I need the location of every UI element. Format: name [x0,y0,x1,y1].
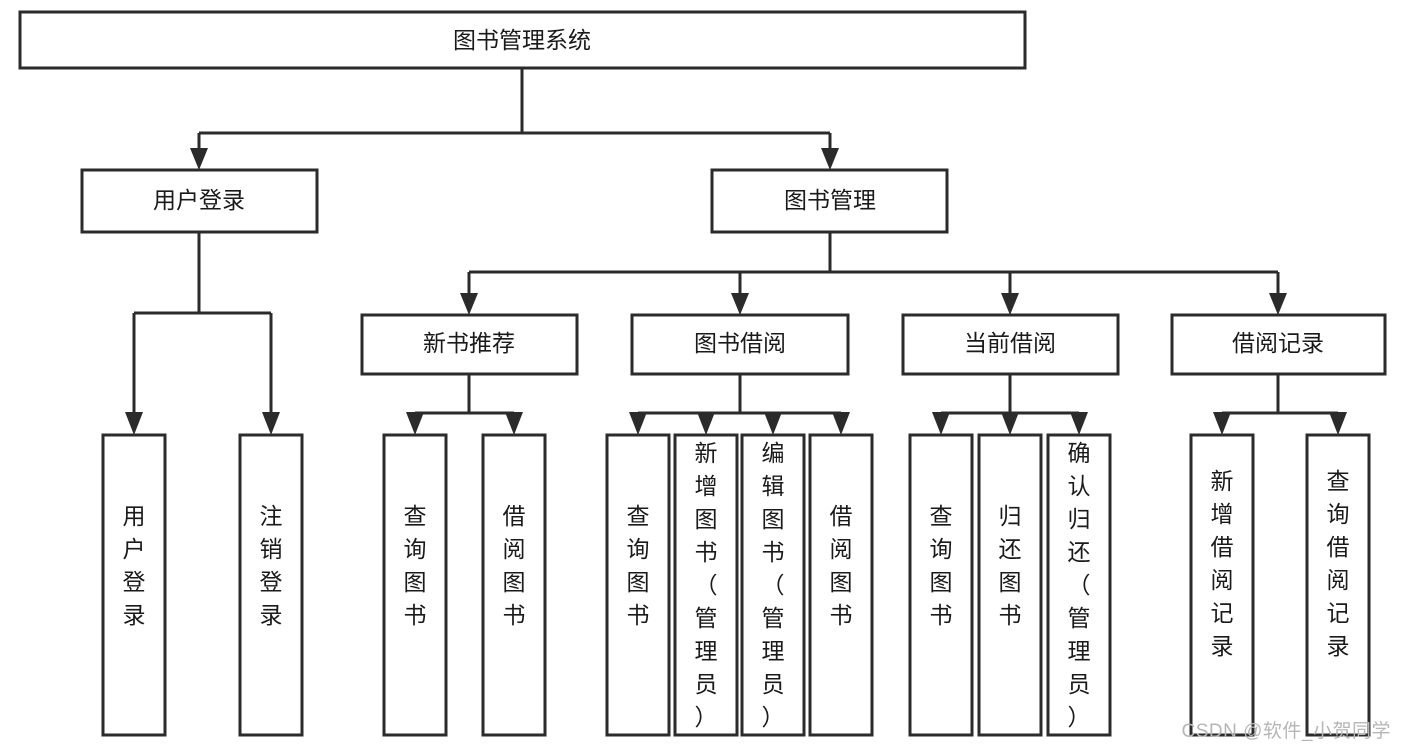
node-leaf-bb-edit-book[interactable]: 编辑图书（管理员） [740,433,806,737]
root-box[interactable] [18,10,1027,70]
arrow-head-leaf-bb-add-book [697,412,715,435]
arrow-head-leaf-bb-edit-book [764,412,782,435]
leaf-bb-edit-book-box[interactable] [740,433,806,737]
node-book-borrow[interactable]: 图书借阅 [630,313,850,376]
arrow-head-leaf-cb-query-book [932,412,950,435]
leaf-cb-return-book-label: 归还图书 [999,503,1022,628]
leaf-br-add-record-label: 新增借阅记录 [1211,468,1234,659]
book-borrow-label: 图书借阅 [694,330,786,356]
node-borrow-record[interactable]: 借阅记录 [1170,313,1387,376]
arrow-head-book-borrow [731,293,749,315]
leaf-bb-borrow-book-box[interactable] [808,433,874,737]
arrow-head-leaf-cb-confirm-return [1070,412,1088,435]
leaf-rec-query-book-label: 查询图书 [404,503,427,628]
arrow-head-leaf-br-add-record [1213,412,1231,435]
leaf-rec-borrow-book-box[interactable] [481,433,547,737]
leaf-bb-query-book-label: 查询图书 [627,503,650,628]
leaf-br-query-record-label: 查询借阅记录 [1327,468,1350,659]
arrow-head-leaf-cb-return-book [1001,412,1019,435]
arrow-head-new-book-rec [460,293,478,315]
csdn-watermark: CSDN @软件_小贺同学 [1181,721,1391,742]
root-label: 图书管理系统 [453,27,591,53]
arrow-head-leaf-logout [262,412,280,435]
user-login-label: 用户登录 [153,187,245,213]
leaf-bb-add-book-label: 新增图书（管理员） [695,440,718,730]
leaf-rec-borrow-book-label: 借阅图书 [503,503,526,628]
leaf-logout-label: 注销登录 [260,503,283,628]
node-user-login[interactable]: 用户登录 [80,168,319,234]
book-manage-box[interactable] [710,168,949,234]
connector-layer [125,68,1347,435]
leaf-bb-borrow-book-label: 借阅图书 [830,503,853,628]
leaf-user-login-box[interactable] [101,433,167,737]
leaf-bb-edit-book-label: 编辑图书（管理员） [762,440,785,730]
leaf-br-add-record-box[interactable] [1189,433,1255,737]
leaf-cb-query-book-label: 查询图书 [930,503,953,628]
node-leaf-rec-borrow-book[interactable]: 借阅图书 [481,433,547,737]
node-leaf-rec-query-book[interactable]: 查询图书 [382,433,448,737]
leaf-user-login-label: 用户登录 [123,503,146,628]
node-book-manage[interactable]: 图书管理 [710,168,949,234]
node-leaf-cb-query-book[interactable]: 查询图书 [908,433,974,737]
user-login-box[interactable] [80,168,319,234]
leaf-cb-query-book-box[interactable] [908,433,974,737]
current-borrow-label: 当前借阅 [964,330,1056,356]
leaf-cb-confirm-return-label: 确认归还（管理员） [1068,440,1091,730]
arrow-head-leaf-rec-query-book [406,412,424,435]
new-book-rec-label: 新书推荐 [423,330,515,356]
arrow-head-leaf-bb-query-book [629,412,647,435]
node-leaf-bb-add-book[interactable]: 新增图书（管理员） [673,433,739,737]
borrow-record-label: 借阅记录 [1232,330,1324,356]
node-leaf-bb-query-book[interactable]: 查询图书 [605,433,671,737]
book-manage-label: 图书管理 [784,187,876,213]
current-borrow-box[interactable] [901,313,1120,376]
node-current-borrow[interactable]: 当前借阅 [901,313,1120,376]
arrow-head-leaf-user-login [125,412,143,435]
arrow-head-leaf-rec-borrow-book [505,412,523,435]
arrow-head-leaf-br-query-record [1329,412,1347,435]
arrow-head-book-manage [821,148,839,170]
node-leaf-cb-confirm-return[interactable]: 确认归还（管理员） [1046,433,1112,737]
node-leaf-logout[interactable]: 注销登录 [238,433,304,737]
arrow-head-current-borrow [1001,293,1019,315]
leaf-br-query-record-box[interactable] [1305,433,1371,737]
leaf-logout-box[interactable] [238,433,304,737]
arrow-head-leaf-bb-borrow-book [832,412,850,435]
new-book-rec-box[interactable] [360,313,579,376]
leaf-bb-query-book-box[interactable] [605,433,671,737]
arrow-head-user-login [190,148,208,170]
leaf-cb-confirm-return-box[interactable] [1046,433,1112,737]
node-leaf-bb-borrow-book[interactable]: 借阅图书 [808,433,874,737]
node-root[interactable]: 图书管理系统 [18,10,1027,70]
node-leaf-user-login[interactable]: 用户登录 [101,433,167,737]
leaf-rec-query-book-box[interactable] [382,433,448,737]
node-new-book-rec[interactable]: 新书推荐 [360,313,579,376]
node-leaf-cb-return-book[interactable]: 归还图书 [977,433,1043,737]
leaf-cb-return-book-box[interactable] [977,433,1043,737]
borrow-record-box[interactable] [1170,313,1387,376]
node-leaf-br-add-record[interactable]: 新增借阅记录 [1189,433,1255,737]
book-borrow-box[interactable] [630,313,850,376]
node-leaf-br-query-record[interactable]: 查询借阅记录 [1305,433,1371,737]
arrow-head-borrow-record [1269,293,1287,315]
leaf-bb-add-book-box[interactable] [673,433,739,737]
